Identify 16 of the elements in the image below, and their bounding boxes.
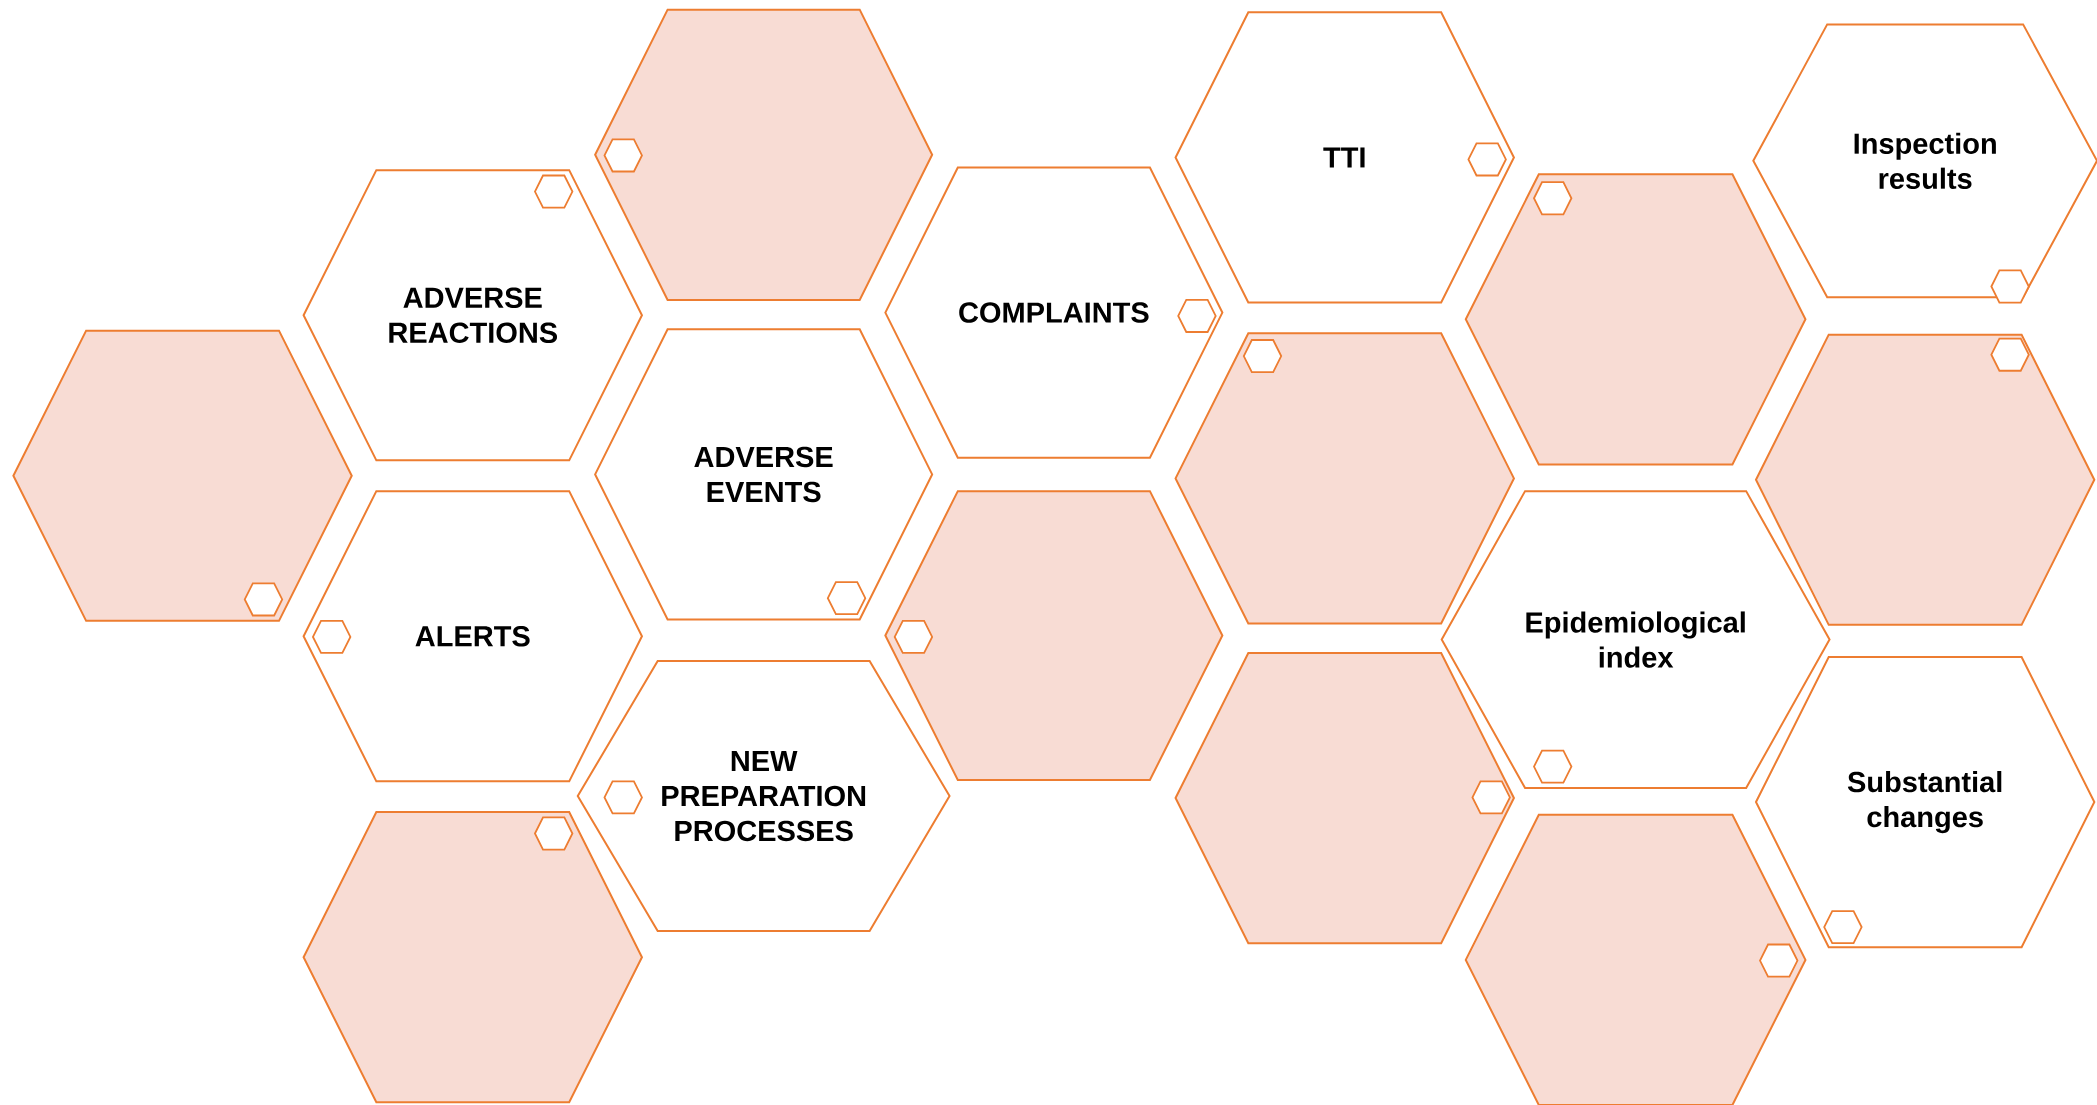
hexagon: COMPLAINTS	[884, 166, 1224, 459]
hexagon	[1464, 173, 1807, 466]
hexagon: ALERTS	[302, 490, 644, 783]
hexagon	[1464, 813, 1807, 1105]
hexagon: Inspection results	[1752, 23, 2097, 299]
hexagon	[302, 811, 644, 1104]
hexagon	[884, 490, 1224, 781]
hexagon: ADVERSE REACTIONS	[302, 169, 644, 462]
hexagon: NEW PREPARATION PROCESSES	[576, 659, 951, 933]
hexagon	[12, 329, 353, 622]
hexagon	[1174, 332, 1516, 625]
hexagon: Epidemiological index	[1440, 490, 1831, 789]
hexagon: ADVERSE EVENTS	[594, 328, 934, 621]
hexagon	[594, 8, 934, 301]
hexagon: TTI	[1174, 11, 1516, 304]
hexagon	[1174, 651, 1516, 945]
